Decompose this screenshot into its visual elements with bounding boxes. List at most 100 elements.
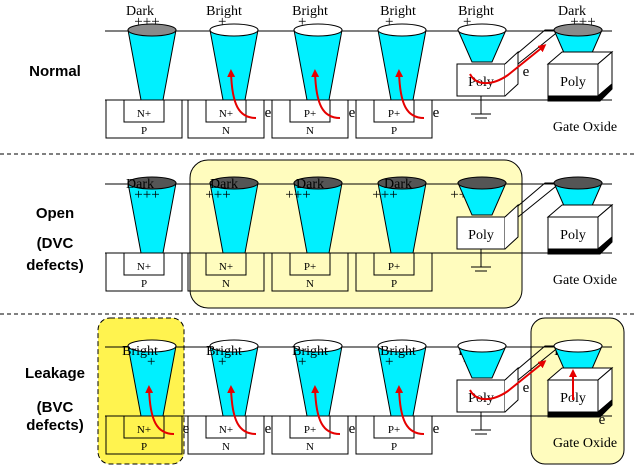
well-region (355, 100, 433, 139)
electron-path-arrow (395, 69, 425, 119)
diffusion-label: P+ (304, 108, 316, 120)
electron-path-arrow (311, 69, 341, 119)
well-label: P (391, 125, 397, 137)
electron-label: e (183, 421, 190, 437)
contact-plug (293, 29, 343, 101)
diffusion-label: P+ (388, 108, 400, 120)
gate-block (547, 63, 599, 97)
open-defect-highlight (189, 159, 523, 309)
well-label: P (391, 278, 397, 290)
well-label: P (141, 125, 147, 137)
charge-sign: + (298, 354, 306, 370)
charge-sign: +++ (372, 187, 397, 203)
diffusion-label: N+ (137, 261, 151, 273)
poly-label: Poly (560, 228, 586, 243)
well-region (271, 253, 349, 292)
brightness-tag: Bright (380, 344, 416, 359)
well-region (187, 253, 265, 292)
well-label: P (391, 441, 397, 453)
charge-sign: + (218, 354, 226, 370)
brightness-tag: Bright (122, 344, 158, 359)
poly-gate-side (504, 203, 519, 250)
contact-plug-cap (377, 339, 427, 353)
gate-contact-plug-cap (457, 339, 507, 353)
electron-label: e (349, 105, 356, 121)
gate-oxide-label: Gate Oxide (553, 273, 617, 288)
diffusion-region (205, 415, 247, 439)
gate-contact-plug-cap (553, 339, 603, 353)
brightness-tag: Bright (292, 4, 328, 19)
diffusion-label: P+ (304, 424, 316, 436)
diffusion-region (289, 415, 331, 439)
electron-label: e (349, 421, 356, 437)
charge-sign: + (385, 354, 393, 370)
electron-path-arrow (311, 385, 341, 435)
electron-label: e (523, 64, 530, 80)
brightness-tag: Bright (380, 4, 416, 19)
brightness-tag: Dark (126, 4, 154, 19)
contact-plug-cap (127, 23, 177, 37)
gate-oxide-layer (547, 398, 613, 418)
well-region (105, 416, 183, 455)
row-label: defects) (26, 417, 84, 434)
diffusion-region (289, 99, 331, 123)
charge-sign: +++ (134, 14, 159, 30)
diffusion-region (123, 99, 165, 123)
electron-label: e (599, 412, 606, 428)
gate-contact-plug-cap (457, 23, 507, 37)
well-label: N (222, 125, 230, 137)
charge-sign: +++ (285, 187, 310, 203)
contact-plug-cap (377, 23, 427, 37)
diffusion-region (373, 415, 415, 439)
well-label: N (222, 441, 230, 453)
brightness-tag: Bright (206, 344, 242, 359)
well-region (355, 253, 433, 292)
electron-path-arrow (469, 360, 547, 401)
contact-plug-cap (293, 23, 343, 37)
electron-label: e (265, 105, 272, 121)
electron-path-arrow (469, 44, 547, 85)
contact-plug-cap (377, 176, 427, 190)
poly-gate-block (456, 216, 506, 250)
diffusion-region (373, 252, 415, 276)
brightness-tag: Dark (296, 177, 324, 192)
charge-sign: + (298, 14, 306, 30)
brightness-tag: Dark (126, 177, 154, 192)
brightness-tag: Bright (292, 344, 328, 359)
diffusion-label: P+ (304, 261, 316, 273)
electron-path-arrow (145, 385, 175, 435)
charge-sign: +++ (205, 187, 230, 203)
row-label: (DVC (37, 235, 74, 252)
well-label: P (141, 278, 147, 290)
charge-sign: + (147, 354, 155, 370)
charge-sign: + (385, 14, 393, 30)
row-label: Open (36, 205, 74, 222)
diffusion-label: N+ (137, 424, 151, 436)
poly-gate-side (504, 366, 519, 413)
contact-plug (127, 29, 177, 101)
diffusion-region (205, 252, 247, 276)
electron-label: e (523, 380, 530, 396)
well-region (105, 100, 183, 139)
well-region (355, 416, 433, 455)
gate-oxide-layer (547, 235, 613, 255)
diffusion-region (289, 252, 331, 276)
row-label: Leakage (25, 365, 85, 382)
contact-plug-cap (293, 176, 343, 190)
contact-plug (209, 29, 259, 101)
electron-label: e (433, 105, 440, 121)
charge-sign: + (218, 14, 226, 30)
well-region (187, 416, 265, 455)
diffusion-region (123, 415, 165, 439)
electron-path-arrow (227, 385, 257, 435)
brightness-tag: Dark (558, 4, 586, 19)
contact-plug-cap (293, 339, 343, 353)
electron-label: e (265, 421, 272, 437)
diffusion-region (205, 99, 247, 123)
brightness-tag: Bright (458, 4, 494, 19)
electron-path-arrow (227, 69, 257, 119)
row-label: defects) (26, 257, 84, 274)
charge-sign: +++ (134, 187, 159, 203)
well-label: P (141, 441, 147, 453)
